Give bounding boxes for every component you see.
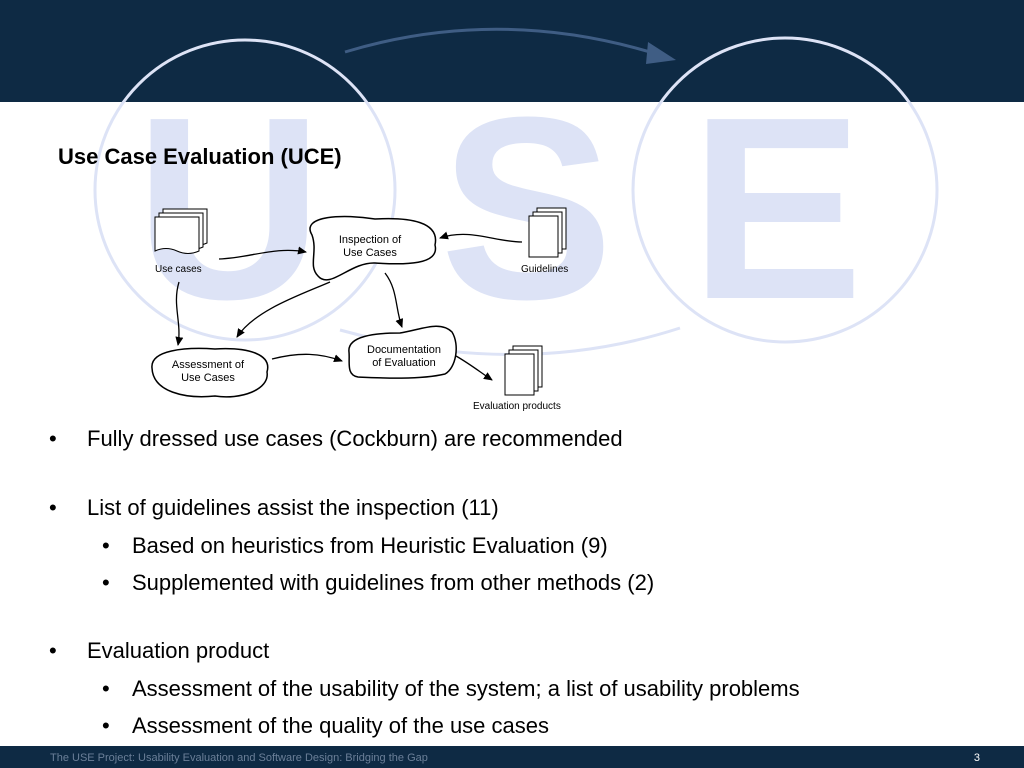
arrow-inspection-to-assessment — [236, 281, 331, 338]
bullet-marker: • — [102, 713, 110, 738]
documentation-label-line1: Documentation — [367, 344, 441, 356]
use-cases-label: Use cases — [155, 264, 202, 275]
watermark-letter-s: S — [440, 64, 613, 354]
watermark-circle-right — [631, 36, 939, 344]
inspection-label-line2: Use Cases — [343, 247, 397, 259]
bullet-text: Evaluation product — [87, 638, 270, 663]
sub-bullet-item: • Assessment of the quality of the use c… — [102, 713, 550, 739]
arrow-inspection-to-documentation — [384, 272, 403, 328]
evaluation-products-document-icon — [504, 345, 543, 396]
sub-bullet-item: • Based on heuristics from Heuristic Eva… — [102, 533, 608, 559]
footer-text: The USE Project: Usability Evaluation an… — [50, 752, 428, 764]
inspection-of-use-cases-shape — [309, 215, 437, 281]
slide-title: Use Case Evaluation (UCE) — [58, 144, 342, 169]
bullet-text: Based on heuristics from Heuristic Evalu… — [132, 533, 608, 558]
sub-bullet-item: • Assessment of the usability of the sys… — [102, 676, 800, 702]
guidelines-label: Guidelines — [521, 264, 568, 275]
bullet-item: • Evaluation product — [49, 638, 270, 664]
watermark-arrow-top — [344, 27, 661, 57]
watermark-circle-left — [93, 38, 397, 342]
arrow-use-cases-to-inspection — [218, 246, 307, 260]
page-number: 3 — [973, 752, 980, 764]
use-cases-document-icon — [154, 208, 208, 254]
inspection-label-line1: Inspection of — [339, 234, 402, 246]
bullet-text: Fully dressed use cases (Cockburn) are r… — [87, 426, 623, 451]
bullet-marker: • — [102, 533, 110, 558]
documentation-of-evaluation-shape — [348, 325, 457, 379]
bullet-text: Assessment of the quality of the use cas… — [132, 713, 550, 738]
bullet-text: Supplemented with guidelines from other … — [132, 570, 655, 595]
bullet-text: Assessment of the usability of the syste… — [132, 676, 800, 701]
bullet-marker: • — [49, 495, 57, 520]
documentation-label-line2: of Evaluation — [372, 357, 436, 369]
watermark-letter-e: E — [690, 64, 863, 354]
assessment-label-line1: Assessment of — [172, 359, 245, 371]
arrow-use-cases-to-assessment — [175, 281, 184, 346]
sub-bullet-item: • Supplemented with guidelines from othe… — [102, 570, 655, 596]
arrow-documentation-to-evaluation-products — [455, 355, 493, 381]
evaluation-products-label: Evaluation products — [473, 401, 561, 412]
bullet-marker: • — [49, 426, 57, 451]
bullet-text: List of guidelines assist the inspection… — [87, 495, 499, 520]
bullet-item: • Fully dressed use cases (Cockburn) are… — [49, 426, 623, 452]
bullet-marker: • — [49, 638, 57, 663]
footer-band — [0, 746, 1024, 768]
assessment-of-use-cases-shape — [151, 347, 269, 398]
bullet-marker: • — [102, 570, 110, 595]
header-band — [0, 0, 1024, 102]
watermark-arrowhead-top — [646, 42, 676, 64]
guidelines-document-icon — [528, 207, 567, 258]
bullet-marker: • — [102, 676, 110, 701]
bullet-item: • List of guidelines assist the inspecti… — [49, 495, 499, 521]
arrow-guidelines-to-inspection — [439, 231, 523, 243]
arrow-assessment-to-documentation — [271, 353, 343, 363]
assessment-label-line2: Use Cases — [181, 372, 235, 384]
